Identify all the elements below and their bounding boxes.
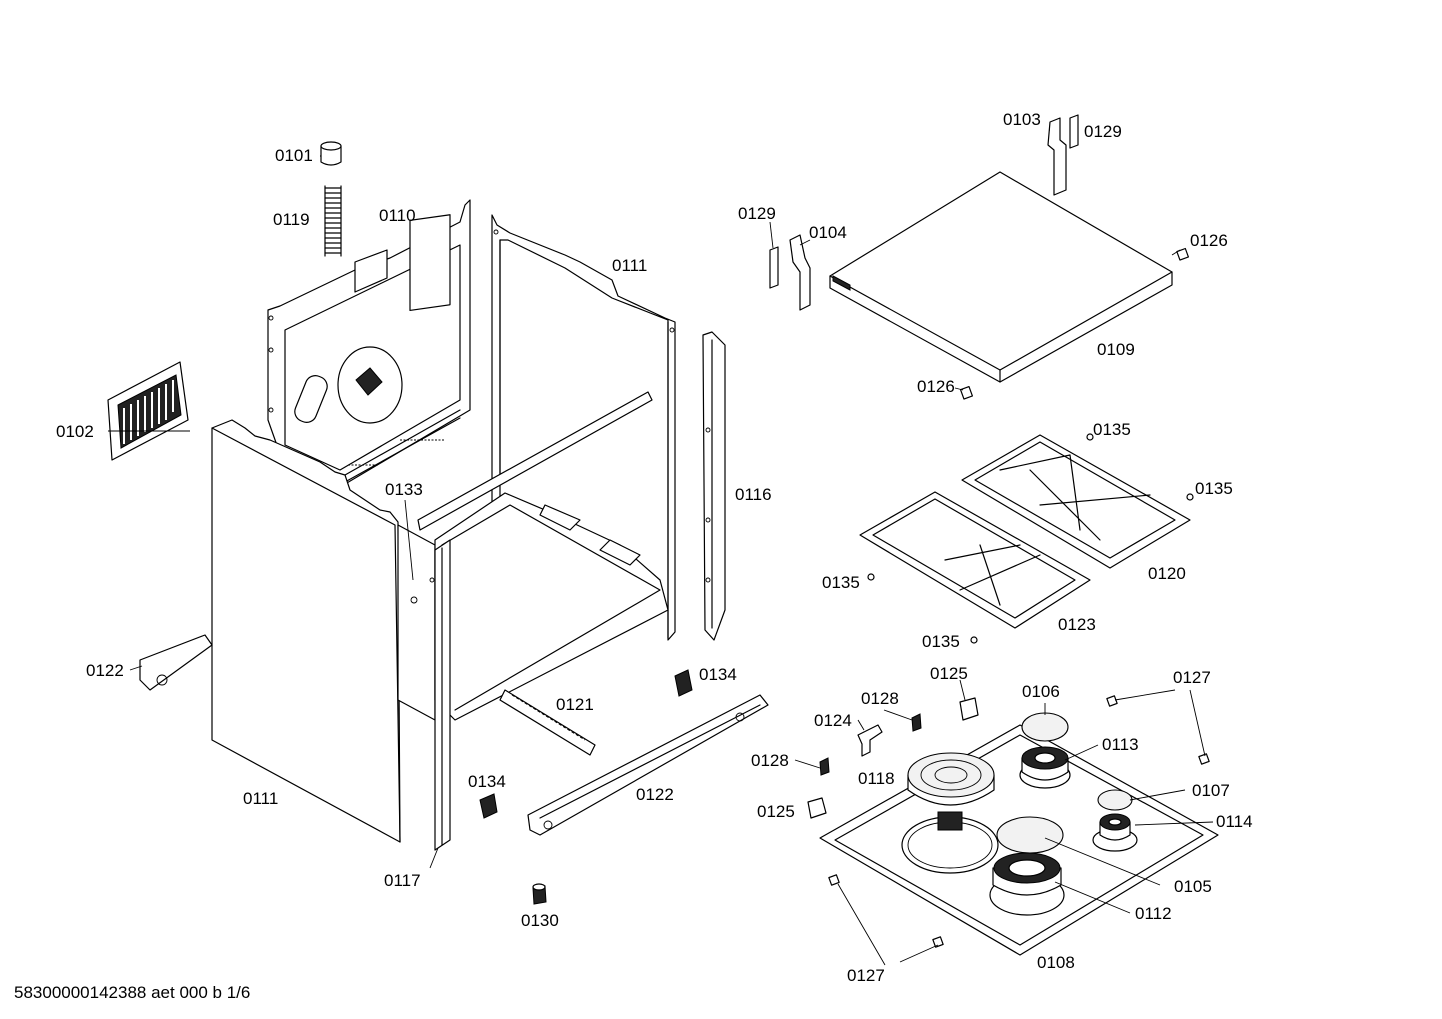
label-0101: 0101 — [275, 146, 313, 165]
label-0114: 0114 — [1216, 812, 1253, 831]
label-0135-d: 0135 — [922, 632, 960, 651]
label-0122-bottom: 0122 — [636, 785, 674, 804]
part-0106-burner-cap — [1021, 712, 1069, 742]
part-0135-foot-a — [1086, 433, 1094, 441]
label-0122-left: 0122 — [86, 661, 124, 680]
label-0113: 0113 — [1102, 735, 1139, 754]
label-0120: 0120 — [1148, 564, 1186, 583]
label-0127-top: 0127 — [1173, 668, 1211, 687]
label-0103: 0103 — [1003, 110, 1041, 129]
label-0119: 0119 — [273, 210, 310, 229]
part-0110-rear-panel — [267, 199, 471, 491]
label-0105: 0105 — [1174, 877, 1212, 896]
part-0120-pan-support — [961, 434, 1191, 569]
label-0135-c: 0135 — [822, 573, 860, 592]
label-0130: 0130 — [521, 911, 559, 930]
label-0125-top: 0125 — [930, 664, 968, 683]
part-0123-pan-support — [859, 491, 1091, 629]
part-0105-burner-cap-large — [996, 816, 1064, 854]
part-0130-foot — [532, 883, 547, 905]
part-0127-bumper-d — [932, 936, 944, 948]
leader-lines — [108, 129, 1214, 966]
label-0110: 0110 — [379, 206, 416, 225]
label-0133: 0133 — [385, 480, 423, 499]
part-0111-side-panel-bottom — [211, 419, 401, 843]
label-0124: 0124 — [814, 711, 852, 730]
part-0107-burner-cap-small — [1097, 789, 1133, 811]
part-0104-hinge — [769, 234, 811, 311]
label-0128-left: 0128 — [751, 751, 789, 770]
label-0106: 0106 — [1022, 682, 1060, 701]
part-0114-burner — [1092, 813, 1138, 852]
label-0108: 0108 — [1037, 953, 1075, 972]
document-id: 58300000142388 aet 000 b 1/6 — [14, 983, 250, 1002]
part-0112-burner — [989, 852, 1065, 916]
part-0118-hotplate — [901, 752, 999, 874]
part-0135-foot-c — [867, 573, 875, 581]
label-0117: 0117 — [384, 871, 421, 890]
label-0126-right: 0126 — [1190, 231, 1228, 250]
part-0121-tray — [434, 492, 669, 756]
label-0111-top: 0111 — [612, 256, 647, 275]
part-0109-lid — [829, 171, 1173, 383]
part-0122-rail-bottom — [527, 694, 769, 836]
part-0127-bumper-b — [1198, 753, 1210, 765]
label-0134-bottom: 0134 — [468, 772, 506, 791]
part-0128-clip-left — [819, 757, 830, 776]
part-0102-grille — [107, 361, 189, 461]
label-0125-left: 0125 — [757, 802, 795, 821]
part-0128-clip-top — [911, 713, 922, 732]
label-0109: 0109 — [1097, 340, 1135, 359]
part-0127-bumper-a — [1106, 695, 1118, 707]
label-0118: 0118 — [858, 769, 895, 788]
part-0125-box-left — [807, 797, 827, 819]
label-0126-left: 0126 — [917, 377, 955, 396]
label-0107: 0107 — [1192, 781, 1230, 800]
part-0127-bumper-c — [828, 874, 840, 886]
label-0121: 0121 — [556, 695, 594, 714]
part-0126-pad-right — [1176, 247, 1190, 261]
part-0122-rail-left — [139, 634, 213, 691]
part-0124-bracket — [857, 724, 883, 757]
label-0135-a: 0135 — [1093, 420, 1131, 439]
label-0111-bottom: 0111 — [243, 789, 278, 808]
label-0129-left: 0129 — [738, 204, 776, 223]
part-0135-foot-b — [1186, 493, 1194, 501]
part-0116-rail — [702, 331, 726, 641]
part-0119-hose — [324, 185, 342, 257]
label-0128-top: 0128 — [861, 689, 899, 708]
label-0134-top: 0134 — [699, 665, 737, 684]
label-0127-bottom: 0127 — [847, 966, 885, 985]
part-0134-clip-bottom — [479, 793, 498, 819]
part-0125-box-top — [959, 697, 979, 721]
part-0117-strip — [434, 539, 451, 851]
label-0102: 0102 — [56, 422, 94, 441]
part-0111-side-panel-top — [491, 214, 676, 641]
label-0123: 0123 — [1058, 615, 1096, 634]
label-0104: 0104 — [809, 223, 847, 242]
label-0116: 0116 — [735, 485, 772, 504]
part-0134-clip-top — [674, 669, 693, 697]
part-labels: 0101 0119 0110 0111 0102 0133 0116 0122 … — [14, 110, 1253, 1002]
part-0135-foot-d — [970, 636, 978, 644]
label-0129-top: 0129 — [1084, 122, 1122, 141]
part-0113-burner — [1019, 746, 1071, 789]
part-0101-cap — [320, 141, 342, 166]
label-0135-b: 0135 — [1195, 479, 1233, 498]
part-0103-hinge — [1047, 114, 1079, 196]
part-0126-pad-left — [959, 385, 974, 400]
label-0112: 0112 — [1135, 904, 1172, 923]
